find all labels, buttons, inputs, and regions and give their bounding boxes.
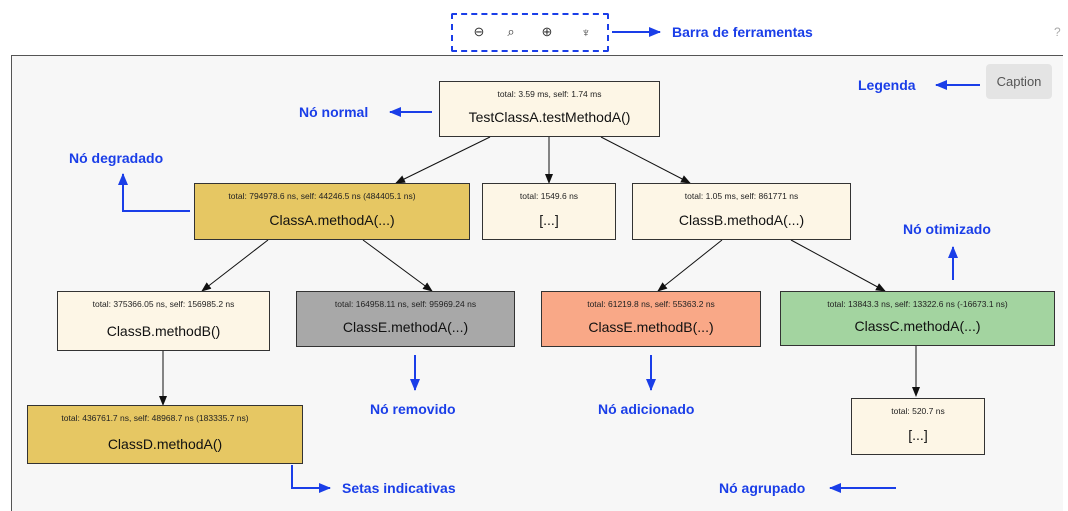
node-grouped-2[interactable]: total: 520.7 ns [...] [851, 398, 985, 455]
edge-root-classA [395, 136, 491, 184]
node-meta: total: 164958.11 ns, self: 95969.24 ns [334, 299, 477, 309]
node-meta: total: 3.59 ms, self: 1.74 ms [497, 89, 602, 99]
caption-button[interactable]: Caption [986, 64, 1052, 99]
edge-classB-classC [790, 239, 886, 292]
node-name: ClassA.methodA(...) [269, 212, 395, 228]
node-name: [...] [539, 212, 559, 228]
node-meta: total: 520.7 ns [891, 406, 945, 416]
node-classE-methodB[interactable]: total: 61219.8 ns, self: 55363.2 ns Clas… [541, 291, 761, 347]
node-meta: total: 61219.8 ns, self: 55363.2 ns [587, 299, 715, 309]
removed-node-annotation: Nó removido [370, 401, 456, 417]
node-name: ClassB.methodB() [106, 323, 221, 339]
node-meta: total: 794978.6 ns, self: 44246.5 ns (48… [228, 191, 416, 201]
zoom-out-icon[interactable]: ⊖ [473, 24, 485, 39]
node-meta: total: 1.05 ms, self: 861771 ns [684, 191, 799, 201]
zoom-reset-icon[interactable]: ⌕ [507, 24, 515, 39]
node-meta: total: 436761.7 ns, self: 48968.7 ns (18… [61, 413, 249, 423]
edge-classA-classE [362, 239, 433, 292]
node-meta: total: 13843.3 ns, self: 13322.6 ns (-16… [827, 299, 1008, 309]
legend-annotation: Legenda [858, 77, 916, 93]
node-name: ClassD.methodA() [107, 436, 223, 452]
node-meta: total: 1549.6 ns [519, 191, 579, 201]
node-classB[interactable]: total: 1.05 ms, self: 861771 ns ClassB.m… [632, 183, 851, 240]
node-name: [...] [908, 427, 928, 443]
edge-classB-classEmB [657, 239, 723, 292]
node-classA[interactable]: total: 794978.6 ns, self: 44246.5 ns (48… [194, 183, 470, 240]
indicator-arrows-annotation: Setas indicativas [342, 480, 456, 496]
zoom-in-icon[interactable]: ⊕ [541, 24, 553, 39]
node-grouped-1[interactable]: total: 1549.6 ns [...] [482, 183, 616, 240]
node-classC[interactable]: total: 13843.3 ns, self: 13322.6 ns (-16… [780, 291, 1055, 346]
added-node-annotation: Nó adicionado [598, 401, 695, 417]
node-name: ClassE.methodB(...) [588, 319, 714, 335]
node-classD[interactable]: total: 436761.7 ns, self: 48968.7 ns (18… [27, 405, 303, 464]
node-name: ClassE.methodA(...) [342, 319, 469, 335]
node-name: TestClassA.testMethodA() [468, 109, 631, 125]
arrow-degraded [118, 173, 190, 212]
degraded-node-annotation: Nó degradado [69, 150, 164, 166]
node-classE[interactable]: total: 164958.11 ns, self: 95969.24 ns C… [296, 291, 515, 347]
node-classB-methodB[interactable]: total: 375366.05 ns, self: 156985.2 ns C… [57, 291, 270, 351]
node-root[interactable]: total: 3.59 ms, self: 1.74 ms TestClassA… [439, 81, 660, 137]
edge-root-classB [600, 136, 691, 184]
node-name: ClassB.methodA(...) [678, 212, 805, 228]
toolbar: ⊖ ⌕ ⊕ ♆ Barra de ferramentas ? [0, 0, 1068, 55]
optimized-node-annotation: Nó otimizado [903, 221, 991, 237]
grouped-node-annotation: Nó agrupado [719, 480, 806, 496]
node-meta: total: 375366.05 ns, self: 156985.2 ns [92, 299, 235, 309]
edge-classA-classBmB [201, 239, 269, 292]
help-icon[interactable]: ? [1054, 25, 1061, 39]
normal-node-annotation: Nó normal [299, 104, 369, 120]
lightbulb-icon[interactable]: ♆ [581, 24, 591, 40]
node-name: ClassC.methodA(...) [854, 318, 981, 334]
arrow-indicator [291, 465, 331, 493]
toolbar-annotation: Barra de ferramentas [672, 24, 813, 40]
toolbar-highlight [451, 13, 609, 52]
